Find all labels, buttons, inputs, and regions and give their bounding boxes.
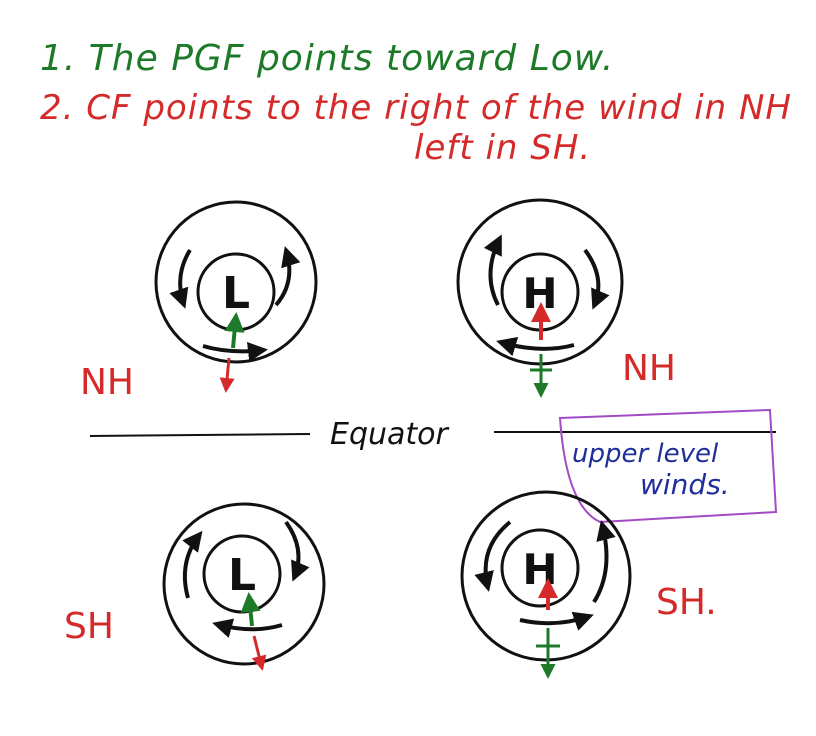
wind-arrow xyxy=(274,246,301,307)
wind-arrow xyxy=(483,234,502,306)
coriolis-arrow xyxy=(251,635,267,671)
wind-arrow xyxy=(212,618,283,638)
center-label: L xyxy=(222,268,250,319)
box-label-line2: winds. xyxy=(640,468,730,501)
system-sh-low: L xyxy=(162,502,326,671)
outer-circle xyxy=(162,502,326,666)
box-label-line1: upper level xyxy=(572,439,719,469)
pgf-arrow xyxy=(240,592,261,627)
wind-arrow xyxy=(284,520,310,582)
system-nh-high: H xyxy=(456,198,624,398)
inner-circle xyxy=(500,528,580,608)
wind-arrow xyxy=(519,611,594,631)
wind-arrow xyxy=(496,337,575,357)
wind-arrow xyxy=(583,248,610,310)
note-pgf: 1. The PGF points toward Low. xyxy=(40,38,615,79)
wind-arrow xyxy=(182,530,203,599)
wind-arrow xyxy=(202,341,268,362)
box-border xyxy=(558,408,778,524)
outer-circle xyxy=(460,490,632,662)
system-nh-low: L xyxy=(154,200,318,393)
hemisphere-label-sh-left: SH xyxy=(64,606,114,647)
equator-line-left xyxy=(89,433,311,437)
wind-arrow xyxy=(592,520,616,604)
hemisphere-label-nh-right: NH xyxy=(622,348,676,389)
center-label: H xyxy=(522,545,557,594)
equator-label: Equator xyxy=(330,417,450,452)
hemisphere-label-nh-left: NH xyxy=(80,362,134,403)
wind-arrow xyxy=(169,248,192,309)
pgf-arrow xyxy=(224,312,245,349)
note-cf: 2. CF points to the right of the wind in… xyxy=(40,88,793,128)
wind-arrow xyxy=(474,520,512,592)
outer-circle xyxy=(154,200,318,364)
note-cf-sh: left in SH. xyxy=(414,128,592,168)
coriolis-arrow xyxy=(219,357,235,393)
upper-level-winds-box: upper level winds. xyxy=(558,408,778,524)
hemisphere-label-sh-right: SH. xyxy=(656,582,717,623)
center-label: L xyxy=(228,550,256,601)
system-sh-high: H xyxy=(460,490,632,679)
